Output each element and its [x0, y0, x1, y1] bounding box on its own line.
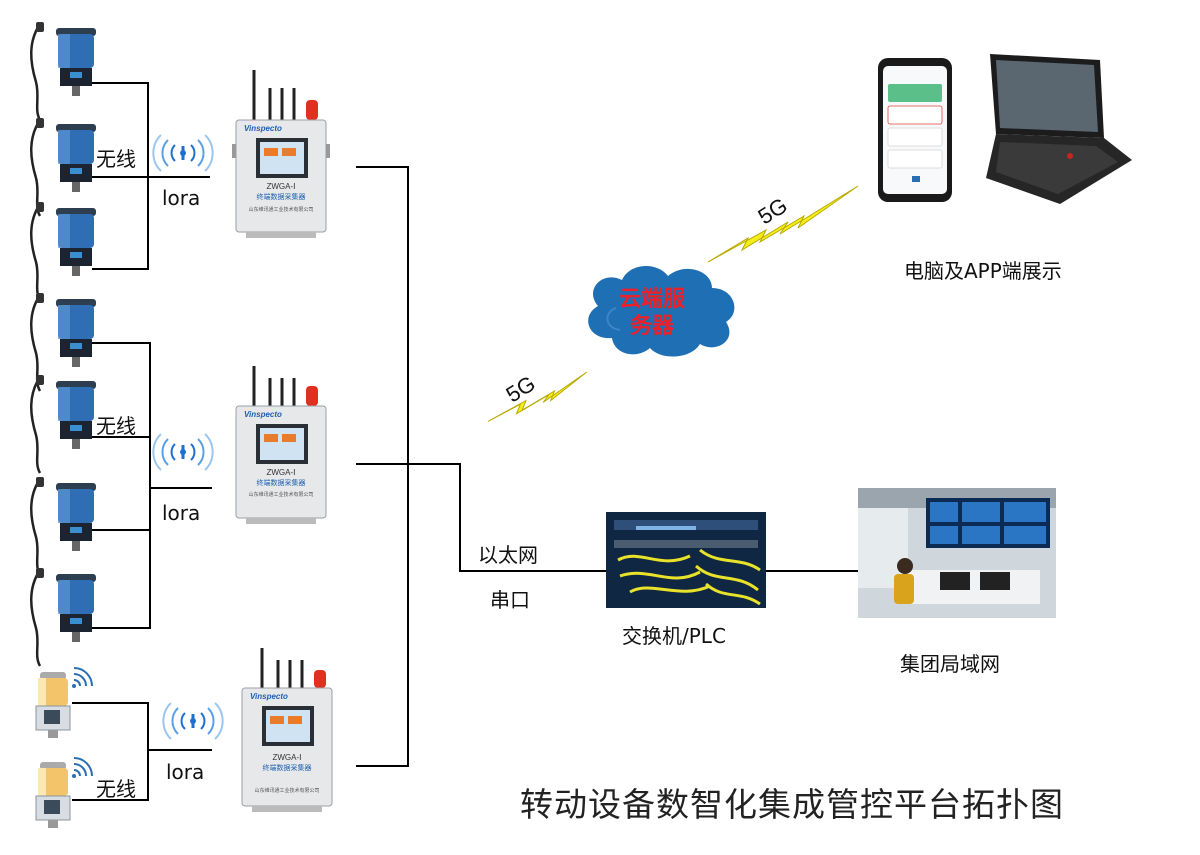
collector-brand: Vinspecto — [250, 692, 288, 701]
cloud-server-icon — [588, 265, 735, 357]
collector-company: 山东维讯通工业技术有限公司 — [254, 787, 319, 794]
data-collector-3 — [241, 648, 333, 812]
connection-lines — [72, 82, 858, 801]
ethernet-label: 以太网 — [478, 543, 538, 567]
lubricator-sensor-icon — [29, 475, 98, 577]
cloud-label-line-1: 云端服 — [618, 287, 685, 312]
5g-lightning-icon — [487, 371, 588, 422]
sensor-group-2 — [29, 291, 98, 668]
collector-name: 终端数据采集器 — [257, 192, 306, 201]
lora-label: lora — [162, 501, 201, 525]
serial-port-label: 串口 — [490, 588, 530, 612]
wireless-label: 无线 — [96, 414, 136, 438]
cloud-label-line-2: 务器 — [629, 314, 674, 339]
switch-label: 交换机/PLC — [622, 624, 726, 648]
collector-company: 山东维讯通工业技术有限公司 — [248, 491, 313, 498]
collector-company: 山东维讯通工业技术有限公司 — [248, 206, 313, 213]
laptop-icon — [986, 54, 1132, 204]
sensor-group-3 — [35, 667, 93, 829]
data-collector-1 — [232, 70, 330, 238]
lubricator-sensor-icon — [29, 373, 98, 475]
cloud-server-label: 云端服 务器 — [606, 286, 698, 340]
lubricator-sensor-icon — [29, 200, 98, 302]
collector-model: ZWGA-Ⅰ — [266, 468, 295, 477]
data-collector-2 — [235, 366, 327, 524]
wireless-signal-icon — [152, 134, 214, 172]
collector-name: 终端数据采集器 — [263, 763, 312, 772]
lora-label: lora — [166, 760, 205, 784]
collector-labels: Vinspecto ZWGA-Ⅰ 终端数据采集器 山东维讯通工业技术有限公司 V… — [244, 124, 320, 794]
display-label: 电脑及APP端展示 — [904, 259, 1062, 283]
control-room-image — [858, 488, 1056, 618]
wireless-signal-icon — [152, 433, 214, 471]
collector-brand: Vinspecto — [244, 124, 282, 133]
lubricator-sensor-icon — [29, 116, 98, 218]
mobile-app-icon — [878, 58, 952, 202]
sensor-group-1 — [29, 20, 98, 302]
wireless-lubricator-icon — [35, 757, 93, 829]
collector-model: ZWGA-Ⅰ — [272, 753, 301, 762]
collector-brand: Vinspecto — [244, 410, 282, 419]
diagram-title: 转动设备数智化集成管控平台拓扑图 — [520, 785, 1064, 824]
wireless-label: 无线 — [96, 147, 136, 171]
collector-model: ZWGA-Ⅰ — [266, 182, 295, 191]
collector-name: 终端数据采集器 — [257, 478, 306, 487]
lan-label: 集团局域网 — [900, 652, 1000, 676]
lora-label: lora — [162, 186, 201, 210]
5g-label: 5G — [501, 371, 539, 408]
network-switch-image — [606, 512, 766, 608]
wireless-signal-icon — [162, 702, 224, 740]
wireless-label: 无线 — [96, 777, 136, 801]
lubricator-sensor-icon — [29, 566, 98, 668]
5g-lightning-icon — [707, 185, 859, 263]
lubricator-sensor-icon — [29, 20, 98, 122]
